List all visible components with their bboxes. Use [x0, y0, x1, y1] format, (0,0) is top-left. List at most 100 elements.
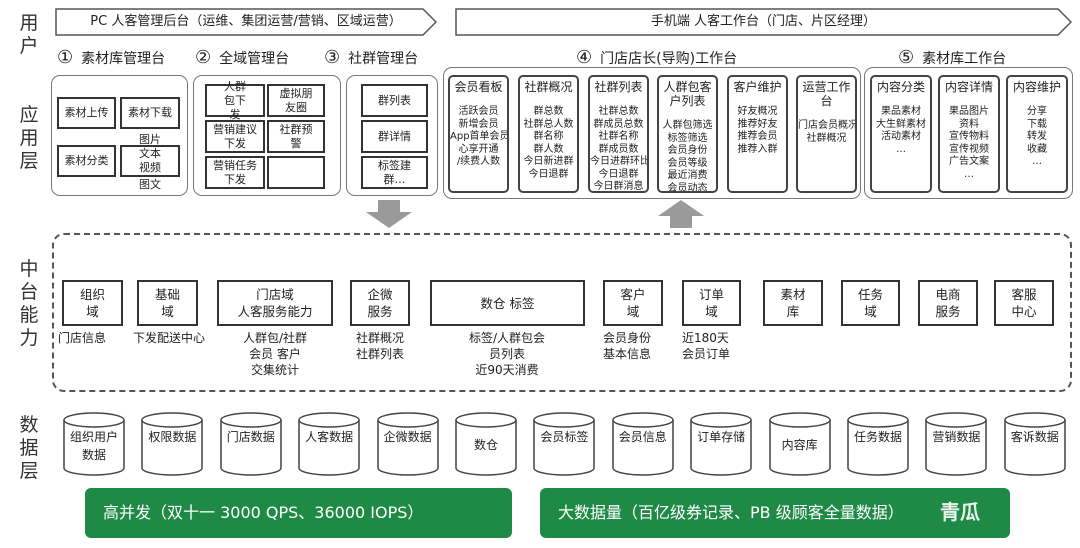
capability-detail: 近180天 会员订单 — [682, 331, 731, 361]
database-label: 客诉数据 — [1010, 430, 1059, 444]
sec5-column: 内容详情果品图片资料宣传物料宣传视频广告文案… — [938, 75, 1000, 193]
database-cylinder: 数仓 — [455, 412, 517, 476]
database-label: 会员信息 — [618, 430, 667, 444]
column-item: 门店会员概况 — [798, 120, 857, 131]
capability-box: 任务域 — [841, 280, 900, 326]
down-arrow-icon — [366, 200, 412, 228]
capability-box: 电商服务 — [918, 280, 978, 326]
column-title: 社群概况 — [524, 80, 573, 94]
pc-banner: PC 人客管理后台（运维、集团运营/营销、区域运营） — [55, 8, 437, 36]
capability-name: 任务域 — [857, 287, 883, 319]
column-item: 群成员数 — [598, 143, 639, 155]
capability-detail: 下发配送中心 — [133, 331, 206, 345]
global-admin-group — [193, 75, 341, 196]
column-item: 社群总人数 — [523, 118, 574, 130]
column-title: 运营工作台 — [802, 80, 851, 108]
capability-box: 基础域 — [137, 280, 198, 326]
capability-name: 企微服务 — [367, 287, 393, 319]
column-item: 宣传物料 — [949, 131, 989, 142]
database-label: 数仓 — [473, 438, 498, 452]
column-item: 群人数 — [533, 143, 564, 155]
database-cylinder: 客诉数据 — [1004, 412, 1066, 476]
sec4-column: 人群包客户列表人群包筛选标签筛选会员身份会员等级最近消费会员动态 — [657, 75, 718, 193]
column-item: 今日进群环比 — [590, 156, 649, 167]
database-cylinder: 营销数据 — [925, 412, 988, 476]
column-item: 社群名称 — [598, 131, 639, 142]
column-item: 新增会员 — [458, 118, 499, 130]
database-label: 企微数据 — [383, 430, 432, 444]
layer-label-user: 用户 — [19, 12, 39, 57]
column-item: 今日群消息 — [593, 181, 644, 192]
capability-box: 客户域 — [603, 280, 663, 326]
column-item: … — [964, 168, 974, 180]
sec4-column: 社群列表社群总数群成员总数社群名称群成员数今日进群环比今日退群今日群消息 — [588, 75, 649, 193]
column-item: 大生鲜素材 — [876, 118, 926, 130]
community-alert-box: 社群预警 — [267, 120, 325, 153]
column-item: … — [1032, 156, 1042, 167]
marketing-task-box: 营销任务下发 — [205, 156, 265, 189]
marketing-suggestion-box: 营销建议下发 — [205, 120, 265, 153]
column-item: 收藏 — [1027, 143, 1047, 155]
capability-name: 组织域 — [79, 287, 105, 319]
mobile-banner-text: 手机端 人客工作台（门店、片区经理） — [650, 14, 877, 29]
capability-box: 企微服务 — [350, 280, 410, 326]
database-label: 内容库 — [781, 438, 818, 452]
sec5-column: 内容维护分享下载转发收藏… — [1006, 75, 1068, 193]
column-item: 果品图片 — [949, 106, 989, 117]
group-detail-box: 群详情 — [361, 120, 428, 153]
material-upload-box: 素材上传 — [57, 97, 116, 129]
capability-box: 门店域 人客服务能力 — [217, 280, 333, 326]
column-item: 最近消费 — [667, 170, 708, 181]
capability-detail: 会员身份 基本信息 — [603, 331, 652, 361]
mobile-banner: 手机端 人客工作台（门店、片区经理） — [455, 8, 1072, 36]
database-label: 会员标签 — [540, 430, 589, 444]
column-item: 群名称 — [533, 131, 564, 142]
column-item: App首单会员 — [450, 131, 509, 142]
column-item: 分享 — [1027, 106, 1047, 117]
sec4-column: 客户维护好友概况推荐好友推荐会员推荐入群 — [727, 75, 788, 193]
column-item: 群成员总数 — [593, 118, 644, 130]
column-item: /续费人数 — [456, 156, 501, 167]
material-admin-group — [51, 75, 188, 196]
column-item: 会员等级 — [667, 157, 708, 169]
column-title: 人群包客户列表 — [663, 80, 712, 108]
column-item: 下载 — [1027, 118, 1047, 130]
capability-name: 电商服务 — [935, 287, 961, 319]
database-cylinder: 会员信息 — [612, 412, 674, 476]
column-title: 内容维护 — [1012, 80, 1061, 94]
capability-box: 数仓 标签 — [430, 280, 585, 326]
column-item: 活跃会员 — [458, 106, 499, 117]
column-item: 广告文案 — [949, 156, 989, 167]
layer-label-app: 应用层 — [19, 104, 39, 172]
middle-platform-container — [52, 233, 1072, 392]
column-item: 人群包筛选 — [662, 120, 713, 131]
column-item: 标签筛选 — [667, 132, 708, 144]
database-label: 组织用户数据 — [69, 430, 118, 462]
column-item: 心享开通 — [458, 143, 499, 155]
capability-box: 订单域 — [682, 280, 741, 326]
column-item: 今日退群 — [598, 168, 639, 180]
big-data-banner: 大数据量（百亿级券记录、PB 级顾客全量数据） — [540, 488, 1010, 538]
high-concurrency-banner: 高并发（双十一 3000 QPS、36000 IOPS） — [85, 488, 512, 538]
database-label: 门店数据 — [226, 430, 275, 444]
column-item: 宣传视频 — [949, 143, 989, 155]
database-cylinder: 权限数据 — [141, 412, 204, 476]
database-cylinder: 企微数据 — [376, 412, 439, 476]
capability-name: 素材库 — [780, 287, 806, 319]
column-title: 社群列表 — [594, 80, 643, 94]
sec4-column: 社群概况群总数社群总人数群名称群人数今日新进群今日退群 — [518, 75, 579, 193]
capability-box: 客服中心 — [994, 280, 1054, 326]
database-cylinder: 会员标签 — [533, 412, 596, 476]
column-item: 转发 — [1027, 131, 1047, 142]
column-item: 社群概况 — [806, 132, 847, 144]
database-cylinder: 内容库 — [768, 412, 831, 476]
material-download-box: 素材下载 — [120, 97, 180, 129]
community-admin-group — [346, 75, 438, 196]
column-item: 今日新进群 — [523, 156, 574, 167]
